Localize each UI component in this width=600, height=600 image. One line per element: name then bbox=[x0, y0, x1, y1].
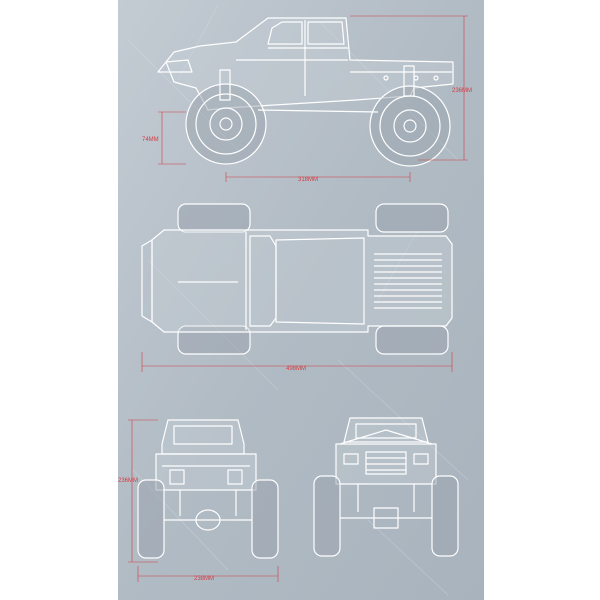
rear-tire-right bbox=[251, 479, 279, 559]
front-wheel-side bbox=[185, 83, 267, 165]
dim-height-side: 236MM bbox=[452, 88, 472, 94]
tire-front-left-top bbox=[177, 203, 251, 233]
blueprint-drawing: 236MM 74MM 318MM 498MM bbox=[118, 0, 484, 600]
front-tire-right bbox=[431, 475, 459, 557]
truck-body-top bbox=[151, 229, 453, 333]
tire-rear-right-top bbox=[375, 325, 449, 355]
dim-wheelbase: 318MM bbox=[298, 177, 318, 183]
side-window-front bbox=[267, 21, 303, 45]
dim-overall-length: 498MM bbox=[286, 366, 306, 372]
side-view bbox=[157, 17, 454, 167]
side-dimensions bbox=[158, 15, 468, 182]
top-dimensions bbox=[141, 352, 453, 372]
dim-ground-clearance: 74MM bbox=[142, 137, 159, 143]
tire-rear-left-top bbox=[375, 203, 449, 233]
top-view bbox=[141, 203, 453, 355]
front-grille bbox=[365, 451, 407, 475]
dim-height-rear: 236MM bbox=[118, 478, 138, 484]
tire-front-right-top bbox=[177, 325, 251, 355]
rear-tire-left bbox=[137, 479, 165, 559]
scratch-texture bbox=[127, 4, 469, 596]
rear-wheel-side bbox=[369, 85, 451, 167]
rear-dimensions bbox=[128, 419, 279, 582]
front-tire-left bbox=[313, 475, 341, 557]
blueprint-sheet: 236MM 74MM 318MM 498MM bbox=[118, 0, 484, 600]
dim-track-width: 238MM bbox=[194, 576, 214, 582]
rear-view bbox=[137, 419, 279, 559]
front-view bbox=[313, 417, 459, 557]
side-window-rear bbox=[307, 21, 345, 45]
